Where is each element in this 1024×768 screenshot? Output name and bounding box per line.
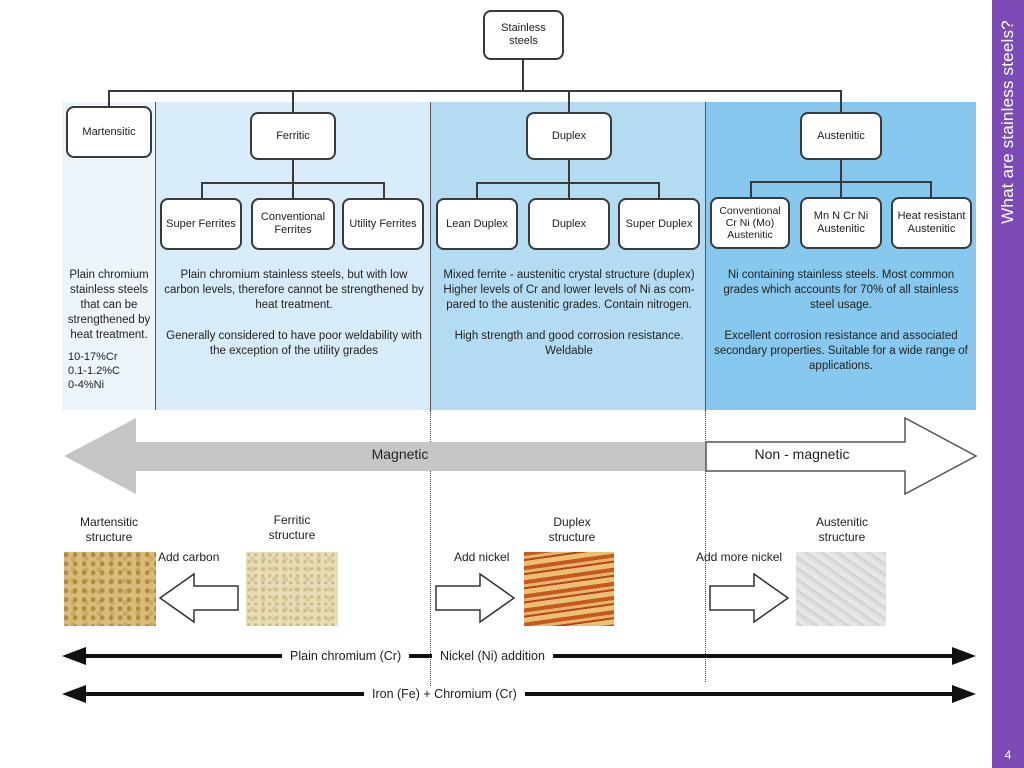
connector-austenitic-sub2 [840, 181, 842, 198]
nickel-addition-label: Nickel (Ni) addition [432, 648, 553, 664]
austenitic-note: Excellent corrosion resistance and assoc… [714, 330, 968, 372]
connector-austenitic-down [840, 158, 842, 182]
connector-duplex-sub1 [476, 182, 478, 199]
magnetic-label: Magnetic [371, 446, 429, 462]
cr-ni-arrow-head-right [952, 647, 976, 665]
connector-austenitic [840, 90, 842, 113]
node-heat-resistant-austenitic: Heat resistant Austenitic [891, 197, 972, 249]
martensitic-description: Plain chromium stainless steels that can… [67, 269, 151, 341]
duplex-micrograph [524, 552, 614, 626]
duplex-structure-label: Duplex structure [548, 515, 596, 544]
duplex-description: Mixed ferrite - austenitic crystal struc… [443, 269, 695, 311]
non-magnetic-arrow [705, 416, 978, 496]
node-utility-ferrites: Utility Ferrites [342, 198, 424, 250]
node-super-duplex: Super Duplex [618, 198, 700, 250]
composition-c: 0.1-1.2%C [68, 365, 120, 377]
connector-ferritic-sub3 [383, 182, 385, 199]
add-more-nickel-arrow [709, 572, 790, 624]
martensitic-composition: 10-17%Cr 0.1-1.2%C 0-4%Ni [68, 350, 154, 392]
node-mn-n-cr-ni-austenitic: Mn N Cr Ni Austenitic [800, 197, 882, 249]
cr-ni-arrow-head-left [62, 647, 86, 665]
connector-martensitic [108, 90, 110, 107]
transition-arrows [158, 572, 790, 624]
connector-austenitic-sub1 [750, 181, 752, 198]
connector-duplex-down [568, 158, 570, 183]
separator-2 [430, 102, 431, 410]
iron-chromium-label: Iron (Fe) + Chromium (Cr) [364, 686, 525, 702]
magnetic-arrows [64, 416, 978, 496]
austenitic-micrograph [796, 552, 886, 626]
sidebar [992, 0, 1024, 768]
connector-duplex-sub3 [658, 182, 660, 199]
austenitic-description: Ni containing stainless steels. Most com… [723, 269, 959, 311]
connector-ferritic-sub1 [201, 182, 203, 199]
fe-cr-arrow-head-left [62, 685, 86, 703]
node-ferritic: Ferritic [250, 112, 336, 160]
separator-1 [155, 102, 156, 410]
connector-duplex [568, 90, 570, 113]
connector-ferritic-down [292, 158, 294, 183]
node-conventional-austenitic: Conventional Cr Ni (Mo) Austenitic [710, 197, 790, 249]
connector-ferritic [292, 90, 294, 113]
add-nickel-label: Add nickel [454, 550, 510, 564]
austenitic-structure-label: Austenitic structure [815, 515, 869, 544]
connector-ferritic-sub2 [292, 182, 294, 199]
magnetic-arrow [64, 418, 706, 494]
node-lean-duplex: Lean Duplex [436, 198, 518, 250]
martensitic-structure-label: Martensitic structure [79, 515, 138, 544]
slide-title: What are stainless steels? [998, 20, 1017, 224]
composition-cr: 10-17%Cr [68, 351, 118, 363]
ferritic-note: Generally considered to have poor weldab… [166, 330, 422, 357]
duplex-note: High strength and good corrosion resista… [454, 330, 684, 357]
ferritic-description: Plain chromium stainless steels, but wit… [164, 269, 424, 311]
add-more-nickel-label: Add more nickel [696, 550, 783, 564]
plain-chromium-label: Plain chromium (Cr) [282, 648, 410, 664]
composition-ni: 0-4%Ni [68, 379, 105, 391]
separator-3 [705, 102, 706, 410]
node-austenitic: Austenitic [800, 112, 882, 160]
ferritic-structure-label: Ferritic structure [268, 513, 316, 542]
node-stainless-steels: Stainless steels [483, 10, 564, 60]
add-carbon-label: Add carbon [158, 550, 220, 564]
node-super-ferrites: Super Ferrites [160, 198, 242, 250]
node-duplex-sub: Duplex [528, 198, 610, 250]
add-carbon-arrow [158, 572, 239, 624]
node-martensitic: Martensitic [66, 106, 152, 158]
page-number: 4 [1004, 748, 1012, 762]
non-magnetic-label: Non - magnetic [754, 446, 850, 462]
connector-duplex-sub2 [568, 182, 570, 199]
dotted-guide-duplex [430, 410, 431, 690]
node-conventional-ferrites: Conventional Ferrites [251, 198, 335, 250]
connector-root-down [522, 58, 524, 91]
node-duplex: Duplex [526, 112, 612, 160]
add-nickel-arrow [435, 572, 516, 624]
connector-main-horizontal [108, 90, 842, 92]
dotted-guide-austenitic [705, 410, 706, 682]
connector-austenitic-sub3 [930, 181, 932, 198]
ferritic-micrograph [246, 552, 338, 626]
martensitic-micrograph [64, 552, 156, 626]
fe-cr-arrow-head-right [952, 685, 976, 703]
